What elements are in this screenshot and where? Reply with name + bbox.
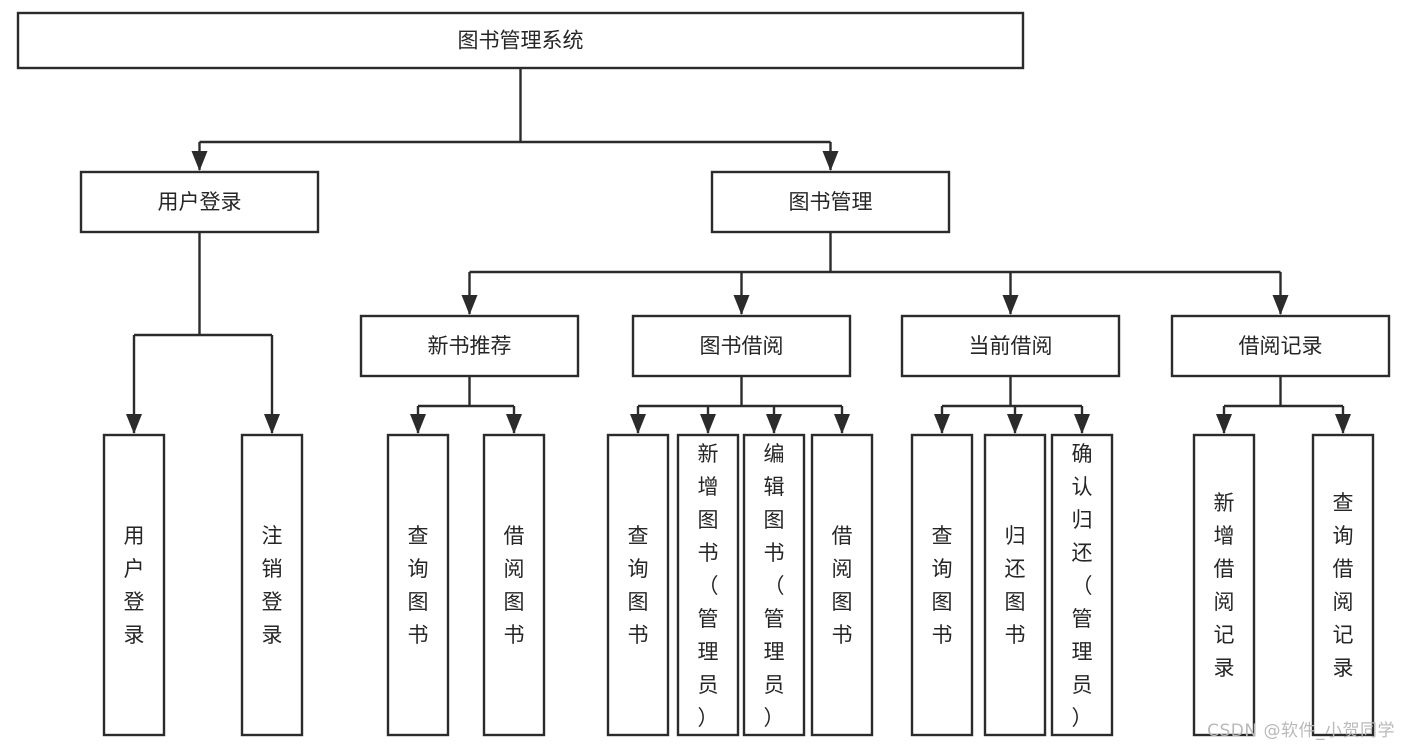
node-leaf-query-record-box[interactable] — [1311, 433, 1375, 737]
node-leaf-return-book-label: 归还图书 — [1005, 524, 1026, 647]
node-new-book-rec-box[interactable] — [359, 314, 580, 378]
node-book-borrow-label: 图书借阅 — [700, 334, 784, 358]
node-leaf-confirm-return[interactable]: 确认归还（管理员） — [1050, 433, 1114, 737]
node-leaf-add-book-label: 新增图书（管理员） — [698, 442, 719, 730]
arrow-head-icon — [766, 414, 782, 434]
node-leaf-edit-book-label: 编辑图书（管理员） — [764, 442, 785, 730]
node-leaf-user-login-label: 用户登录 — [124, 524, 145, 647]
arrow-head-icon — [1074, 414, 1090, 434]
node-leaf-borrow-book-1-box[interactable] — [482, 433, 546, 737]
node-leaf-borrow-book-2-box[interactable] — [810, 433, 874, 737]
arrow-head-icon — [461, 295, 478, 315]
node-leaf-return-book[interactable]: 归还图书 — [983, 433, 1047, 737]
node-new-book-rec[interactable]: 新书推荐 — [359, 314, 580, 378]
arrow-head-icon — [1335, 414, 1351, 434]
node-leaf-query-book-1[interactable]: 查询图书 — [386, 433, 450, 737]
node-leaf-edit-book-box[interactable] — [742, 433, 806, 737]
arrow-head-icon — [126, 414, 142, 434]
node-leaf-add-record-box[interactable] — [1192, 433, 1256, 737]
node-root-title[interactable]: 图书管理系统 — [16, 11, 1025, 70]
node-leaf-query-record-label: 查询借阅记录 — [1333, 491, 1354, 680]
node-leaf-query-book-2-box[interactable] — [606, 433, 670, 737]
node-leaf-return-book-box[interactable] — [983, 433, 1047, 737]
node-leaf-query-record[interactable]: 查询借阅记录 — [1311, 433, 1375, 737]
node-current-borrow-box[interactable] — [900, 314, 1121, 378]
node-leaf-borrow-book-2[interactable]: 借阅图书 — [810, 433, 874, 737]
node-borrow-record-box[interactable] — [1170, 314, 1391, 378]
node-leaf-add-book[interactable]: 新增图书（管理员） — [676, 433, 740, 737]
arrow-head-icon — [191, 151, 208, 171]
node-leaf-query-book-2[interactable]: 查询图书 — [606, 433, 670, 737]
connector-layer — [126, 68, 1351, 434]
arrow-head-icon — [1002, 295, 1019, 315]
node-leaf-query-book-3-box[interactable] — [910, 433, 974, 737]
arrow-head-icon — [264, 414, 280, 434]
node-leaf-query-book-3[interactable]: 查询图书 — [910, 433, 974, 737]
node-user-login[interactable]: 用户登录 — [79, 170, 320, 234]
node-leaf-confirm-return-label: 确认归还（管理员） — [1072, 442, 1093, 730]
node-leaf-user-logout[interactable]: 注销登录 — [240, 433, 304, 737]
arrow-head-icon — [630, 414, 646, 434]
node-leaf-borrow-book-1[interactable]: 借阅图书 — [482, 433, 546, 737]
watermark-text: CSDN @软件_小贺同学 — [1207, 721, 1395, 741]
node-leaf-user-logout-box[interactable] — [240, 433, 304, 737]
node-leaf-user-login-box[interactable] — [102, 433, 166, 737]
arrow-head-icon — [1007, 414, 1023, 434]
node-leaf-query-book-1-label: 查询图书 — [408, 524, 429, 647]
node-current-borrow[interactable]: 当前借阅 — [900, 314, 1121, 378]
arrow-head-icon — [822, 151, 839, 171]
node-leaf-borrow-book-2-label: 借阅图书 — [832, 524, 853, 647]
arrow-head-icon — [1216, 414, 1232, 434]
node-leaf-user-login[interactable]: 用户登录 — [102, 433, 166, 737]
node-leaf-add-book-box[interactable] — [676, 433, 740, 737]
node-borrow-record-label: 借阅记录 — [1239, 334, 1323, 358]
node-leaf-add-record[interactable]: 新增借阅记录 — [1192, 433, 1256, 737]
node-book-borrow[interactable]: 图书借阅 — [631, 314, 852, 378]
arrow-head-icon — [506, 414, 522, 434]
node-book-borrow-box[interactable] — [631, 314, 852, 378]
arrow-head-icon — [934, 414, 950, 434]
node-leaf-query-book-1-box[interactable] — [386, 433, 450, 737]
node-book-manage-box[interactable] — [710, 170, 951, 234]
node-leaf-user-logout-label: 注销登录 — [262, 524, 283, 647]
node-borrow-record[interactable]: 借阅记录 — [1170, 314, 1391, 378]
node-leaf-edit-book[interactable]: 编辑图书（管理员） — [742, 433, 806, 737]
node-root-title-label: 图书管理系统 — [458, 29, 584, 53]
node-book-manage[interactable]: 图书管理 — [710, 170, 951, 234]
arrow-head-icon — [834, 414, 850, 434]
arrow-head-icon — [410, 414, 426, 434]
node-new-book-rec-label: 新书推荐 — [428, 334, 512, 358]
arrow-head-icon — [700, 414, 716, 434]
node-root-title-box[interactable] — [16, 11, 1025, 70]
node-user-login-label: 用户登录 — [158, 190, 242, 214]
node-leaf-query-book-2-label: 查询图书 — [628, 524, 649, 647]
arrow-head-icon — [733, 295, 750, 315]
node-current-borrow-label: 当前借阅 — [969, 334, 1053, 358]
node-leaf-confirm-return-box[interactable] — [1050, 433, 1114, 737]
node-user-login-box[interactable] — [79, 170, 320, 234]
node-leaf-add-record-label: 新增借阅记录 — [1214, 491, 1235, 680]
node-leaf-query-book-3-label: 查询图书 — [932, 524, 953, 647]
node-leaf-borrow-book-1-label: 借阅图书 — [504, 524, 525, 647]
node-layer: 图书管理系统用户登录图书管理新书推荐图书借阅当前借阅借阅记录用户登录注销登录查询… — [16, 11, 1391, 737]
node-book-manage-label: 图书管理 — [789, 190, 873, 214]
arrow-head-icon — [1272, 295, 1289, 315]
